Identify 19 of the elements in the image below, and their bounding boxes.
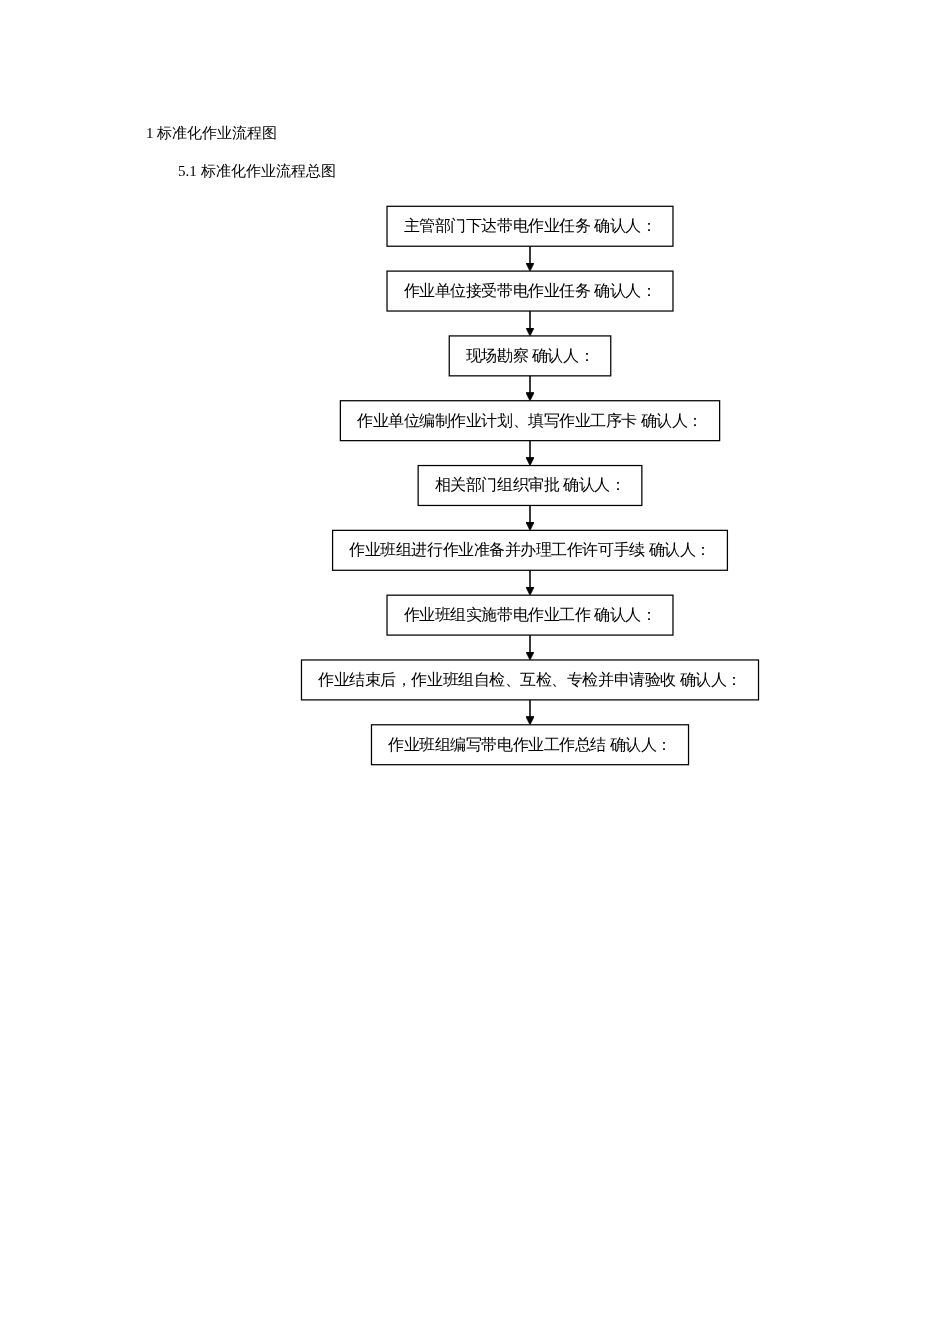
arrow	[525, 310, 535, 337]
node-box: 作业单位编制作业计划、填写作业工序卡 确认人：	[339, 400, 721, 442]
node-box: 作业班组实施带电作业工作 确认人：	[386, 594, 674, 636]
arrow	[525, 699, 535, 726]
heading: 1 标准化作业流程图	[146, 124, 278, 143]
node-box: 现场勘察 确认人：	[448, 335, 612, 377]
arrow	[525, 245, 535, 272]
arrow	[525, 439, 535, 466]
node-box: 作业单位接受带电作业任务 确认人：	[386, 270, 674, 312]
arrow	[525, 375, 535, 402]
arrow	[525, 634, 535, 661]
subheading: 5.1 标准化作业流程总图	[178, 162, 336, 181]
node-box: 作业班组进行作业准备并办理工作许可手续 确认人：	[331, 529, 729, 571]
node-box: 作业班组编写带电作业工作总结 确认人：	[370, 724, 690, 766]
node-box: 主管部门下达带电作业任务 确认人：	[386, 205, 674, 247]
node-box: 作业结束后，作业班组自检、互检、专检并申请验收 确认人：	[300, 659, 760, 701]
arrow	[525, 569, 535, 596]
node-box: 相关部门组织审批 确认人：	[417, 464, 643, 507]
arrow	[525, 504, 535, 531]
